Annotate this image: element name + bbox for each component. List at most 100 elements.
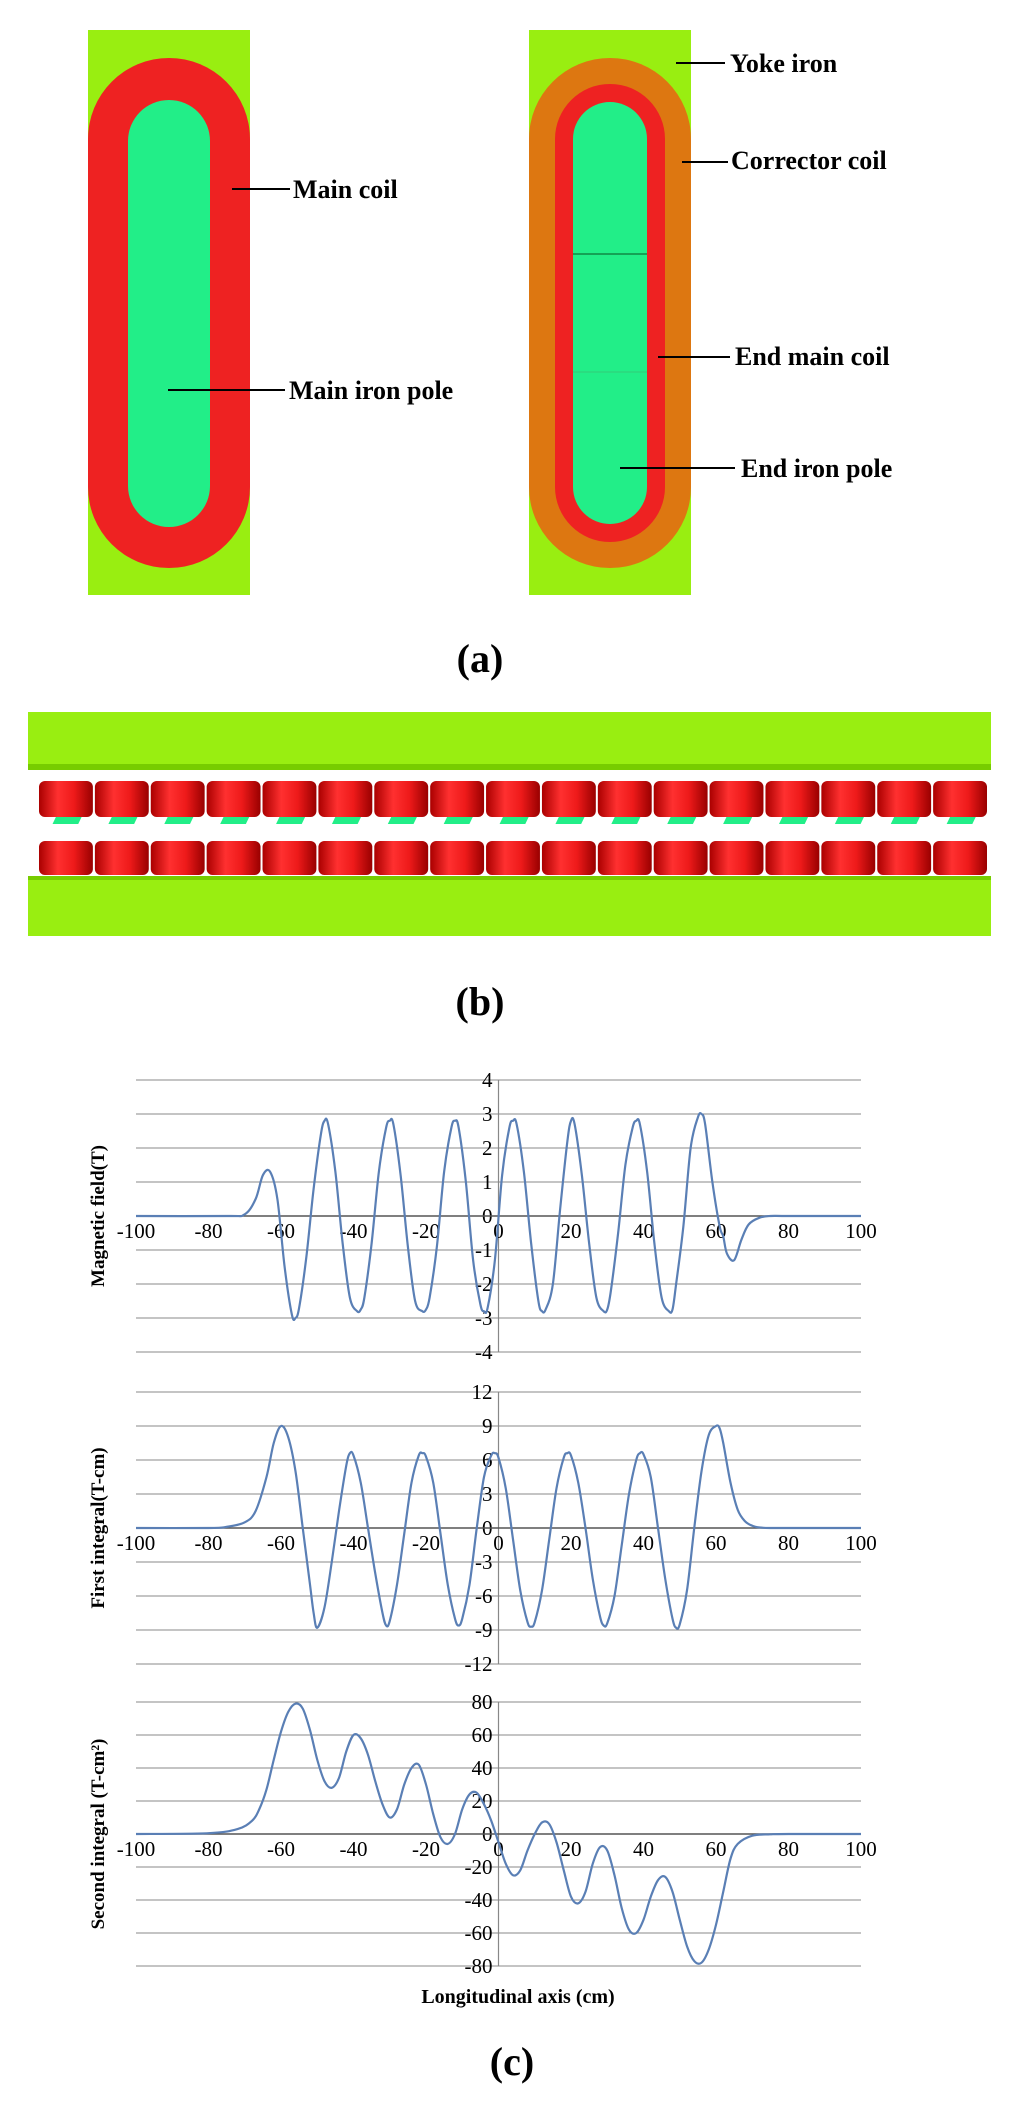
coil-block (709, 841, 764, 875)
label-end-main-coil: End main coil (735, 342, 890, 371)
y-tick-label: 3 (482, 1102, 493, 1126)
coil-block (318, 781, 373, 817)
y-tick-label: 3 (482, 1482, 493, 1506)
y-tick-label: -40 (465, 1888, 493, 1912)
x-tick-label: 40 (633, 1219, 654, 1243)
x-tick-label: -80 (195, 1531, 223, 1555)
coil-block (541, 841, 596, 875)
coil-block (877, 841, 932, 875)
x-tick-label: -100 (117, 1219, 156, 1243)
yoke-top (28, 712, 991, 768)
x-tick-label: -40 (340, 1531, 368, 1555)
y-tick-label: 60 (472, 1723, 493, 1747)
coil-block (262, 781, 317, 817)
y-tick-label: -12 (465, 1652, 493, 1676)
y-tick-label: -2 (475, 1272, 493, 1296)
pole-tip (387, 817, 417, 824)
y-tick-label: 80 (472, 1690, 493, 1714)
y-tick-label: -60 (465, 1921, 493, 1945)
x-tick-label: 80 (778, 1837, 799, 1861)
coil-block (206, 841, 261, 875)
pole-tip (443, 817, 473, 824)
coil-block (39, 841, 93, 875)
y-tick-label: -1 (475, 1238, 493, 1262)
y-axis-title: Magnetic field(T) (88, 1145, 109, 1287)
y-tick-label: 4 (482, 1068, 493, 1092)
x-tick-label: -80 (195, 1219, 223, 1243)
coil-block (262, 841, 317, 875)
x-tick-label: -20 (412, 1837, 440, 1861)
coil-row-top (39, 781, 987, 824)
x-tick-label: -60 (267, 1837, 295, 1861)
x-tick-label: 0 (493, 1837, 504, 1861)
y-tick-label: -9 (475, 1618, 493, 1642)
y-tick-label: 12 (472, 1380, 493, 1404)
pole-tip (276, 817, 306, 824)
coil-row-bottom (39, 841, 987, 875)
x-tick-label: 60 (706, 1219, 727, 1243)
x-tick-label: 80 (778, 1531, 799, 1555)
panel-b: (b) (28, 712, 991, 1024)
coil-block (374, 841, 429, 875)
x-tick-label: 40 (633, 1837, 654, 1861)
series-line-second-integral (135, 1702, 862, 1965)
x-tick-label: 60 (706, 1837, 727, 1861)
y-tick-label: 6 (482, 1448, 493, 1472)
coil-block (541, 781, 596, 817)
x-tick-label: -60 (267, 1531, 295, 1555)
x-tick-label: 20 (561, 1837, 582, 1861)
x-tick-label: -40 (340, 1219, 368, 1243)
x-tick-label: 100 (845, 1219, 877, 1243)
coil-block (933, 781, 987, 817)
pole-tip (164, 817, 194, 824)
y-axis-title: First integral(T-cm) (88, 1447, 109, 1608)
coil-block (821, 841, 876, 875)
coil-block (597, 841, 652, 875)
x-tick-label: 0 (493, 1531, 504, 1555)
caption-c: (c) (490, 2039, 534, 2084)
y-tick-label: -4 (475, 1340, 493, 1364)
coil-block (653, 841, 708, 875)
coil-block (765, 781, 820, 817)
caption-b: (b) (456, 979, 505, 1024)
x-tick-label: -80 (195, 1837, 223, 1861)
y-axis-title: Second integral (T-cm²) (88, 1739, 109, 1930)
x-tick-label: -20 (412, 1219, 440, 1243)
coil-block (150, 781, 205, 817)
pole-tip (220, 817, 250, 824)
x-tick-label: -20 (412, 1531, 440, 1555)
pole-tip (555, 817, 585, 824)
x-tick-label: -100 (117, 1837, 156, 1861)
series-line-first-integral (135, 1424, 861, 1630)
x-tick-label: 20 (561, 1531, 582, 1555)
yoke-bottom (28, 880, 991, 936)
coil-block (877, 781, 932, 817)
panel-a: Main coil Main iron pole Yoke iron Corre… (88, 30, 892, 681)
y-tick-label: -20 (465, 1855, 493, 1879)
label-main-coil: Main coil (293, 175, 398, 204)
coil-block (430, 781, 485, 817)
end-iron-pole-shape (573, 102, 647, 524)
x-tick-label: 100 (845, 1531, 877, 1555)
coil-block (206, 781, 261, 817)
x-tick-label: -100 (117, 1531, 156, 1555)
y-tick-label: 1 (482, 1170, 493, 1194)
x-tick-label: 100 (845, 1837, 877, 1861)
coil-block (150, 841, 205, 875)
coil-block (430, 841, 485, 875)
x-tick-label: 60 (706, 1531, 727, 1555)
coil-block (653, 781, 708, 817)
coil-block (597, 781, 652, 817)
coil-block (821, 781, 876, 817)
pole-tip (499, 817, 529, 824)
label-main-iron-pole: Main iron pole (289, 376, 453, 405)
coil-block (933, 841, 987, 875)
y-tick-label: -3 (475, 1550, 493, 1574)
yoke-top-shadow (28, 764, 991, 770)
y-tick-label: -6 (475, 1584, 493, 1608)
